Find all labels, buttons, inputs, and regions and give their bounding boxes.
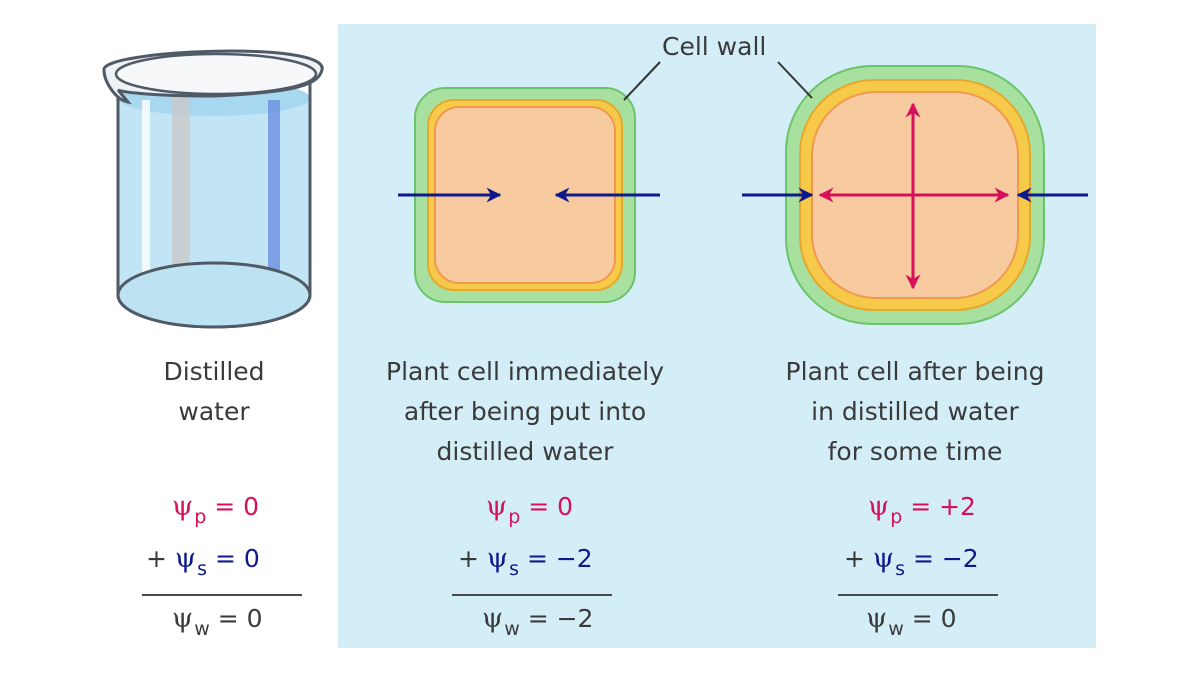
psi-symbol: ψ [866, 603, 888, 634]
caption-line: Plant cell immediately [386, 357, 664, 386]
subscript-w: w [504, 618, 520, 640]
psi-symbol: ψ [486, 491, 508, 522]
caption-line: for some time [827, 437, 1003, 466]
pressure-potential-value: = 0 [528, 492, 574, 521]
cell-wall-label: Cell wall [662, 32, 767, 61]
water-potential-value: = −2 [527, 604, 594, 633]
psi-symbol: ψ [872, 543, 895, 574]
pressure-potential-row: ψp = 0 [172, 491, 260, 529]
subscript-s: s [895, 558, 905, 580]
pressure-potential-row: ψp = +2 [868, 491, 976, 529]
cell-wall-leader-left [623, 61, 661, 101]
water-potential-row: ψw = 0 [866, 603, 957, 641]
pressure-potential-value: = +2 [910, 492, 976, 521]
water-potential-row: ψw = 0 [172, 603, 263, 641]
caption-cell-turgid: Plant cell after being in distilled wate… [750, 352, 1080, 472]
beaker-highlight [142, 100, 150, 315]
solute-potential-row: + ψs = −2 [844, 543, 979, 581]
subscript-p: p [890, 506, 903, 528]
psi-symbol: ψ [172, 603, 194, 634]
beaker-illustration [102, 49, 324, 329]
psi-symbol: ψ [174, 543, 197, 574]
pressure-potential-row: ψp = 0 [486, 491, 574, 529]
cell-wall-leader-right [777, 61, 813, 99]
caption-line: in distilled water [811, 397, 1019, 426]
solute-potential-row: + ψs = −2 [458, 543, 593, 581]
plant-cell-immediate [398, 87, 660, 303]
sum-rule [452, 594, 612, 596]
caption-cell-immediate: Plant cell immediately after being put i… [360, 352, 690, 472]
psi-symbol: ψ [482, 603, 504, 634]
plant-cell-turgid [742, 65, 1088, 325]
water-potential-value: = 0 [217, 604, 263, 633]
beaker-shading [172, 60, 190, 308]
psi-symbol: ψ [486, 543, 509, 574]
solute-potential-row: + ψs = 0 [146, 543, 260, 581]
caption-line: water [178, 397, 250, 426]
subscript-w: w [888, 618, 904, 640]
psi-symbol: ψ [868, 491, 890, 522]
caption-line: after being put into [403, 397, 647, 426]
caption-line: Plant cell after being [785, 357, 1045, 386]
subscript-w: w [194, 618, 210, 640]
caption-line: Distilled [163, 357, 265, 386]
sum-rule [142, 594, 302, 596]
pressure-potential-value: = 0 [214, 492, 260, 521]
water-potential-row: ψw = −2 [482, 603, 594, 641]
beaker-opening [114, 52, 318, 96]
caption-distilled-water: Distilled water [114, 352, 314, 432]
beaker-reflection [268, 100, 280, 300]
water-potential-value: = 0 [911, 604, 957, 633]
plus-sign: + [458, 544, 479, 573]
subscript-p: p [508, 506, 521, 528]
psi-symbol: ψ [172, 491, 194, 522]
subscript-p: p [194, 506, 207, 528]
beaker-bottom [116, 261, 312, 329]
solute-potential-value: = −2 [912, 544, 979, 573]
sum-rule [838, 594, 998, 596]
caption-line: distilled water [436, 437, 614, 466]
subscript-s: s [197, 558, 207, 580]
solute-potential-value: = 0 [214, 544, 260, 573]
plus-sign: + [146, 544, 167, 573]
plus-sign: + [844, 544, 865, 573]
solute-potential-value: = −2 [526, 544, 593, 573]
subscript-s: s [509, 558, 519, 580]
